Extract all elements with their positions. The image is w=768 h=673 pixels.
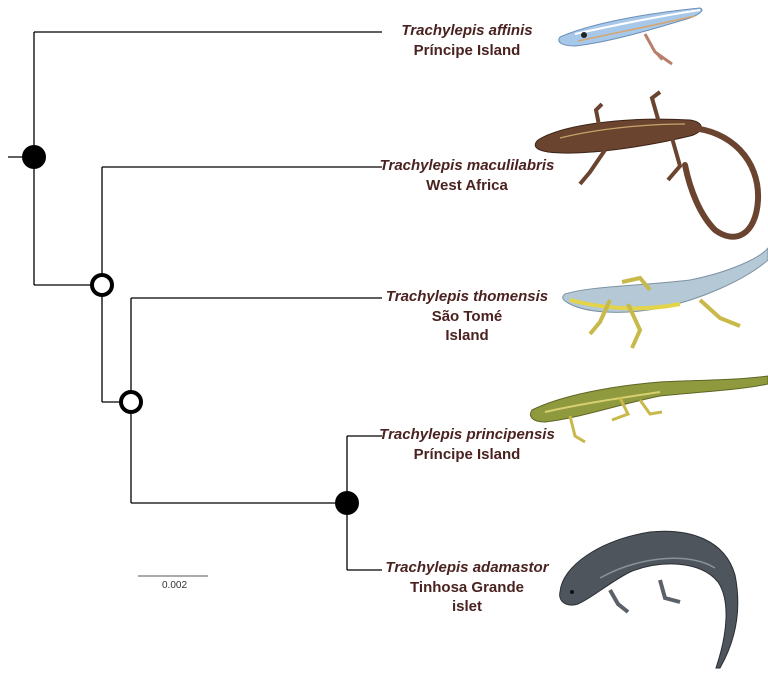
scale-bar-label: 0.002 <box>162 580 187 591</box>
node-2-open-marker <box>92 275 112 295</box>
location-label: Príncipe Island <box>362 41 572 60</box>
yellow-blue-skink-photo <box>563 248 768 348</box>
location-label: Tinhosa Grande islet <box>402 578 532 616</box>
species-name: Trachylepis principensis <box>362 426 572 443</box>
location-label: Príncipe Island <box>362 445 572 464</box>
taxon-affinis: Trachylepis affinis Príncipe Island <box>362 22 572 60</box>
species-name: Trachylepis maculilabris <box>362 157 572 174</box>
species-name: Trachylepis adamastor <box>362 559 572 576</box>
location-label: West Africa <box>362 176 572 195</box>
taxon-adamastor: Trachylepis adamastor Tinhosa Grande isl… <box>362 559 572 616</box>
taxon-maculilabris: Trachylepis maculilabris West Africa <box>362 157 572 195</box>
node-root-filled-marker <box>22 145 46 169</box>
location-label: São Tomé Island <box>422 307 512 345</box>
node-3-open-marker <box>121 392 141 412</box>
species-name: Trachylepis thomensis <box>362 288 572 305</box>
blue-skink-photo <box>559 8 702 64</box>
dark-grey-skink-photo <box>560 531 738 668</box>
species-name: Trachylepis affinis <box>362 22 572 39</box>
taxon-principensis: Trachylepis principensis Príncipe Island <box>362 426 572 464</box>
taxon-thomensis: Trachylepis thomensis São Tomé Island <box>362 288 572 345</box>
node-4-filled-marker <box>335 491 359 515</box>
